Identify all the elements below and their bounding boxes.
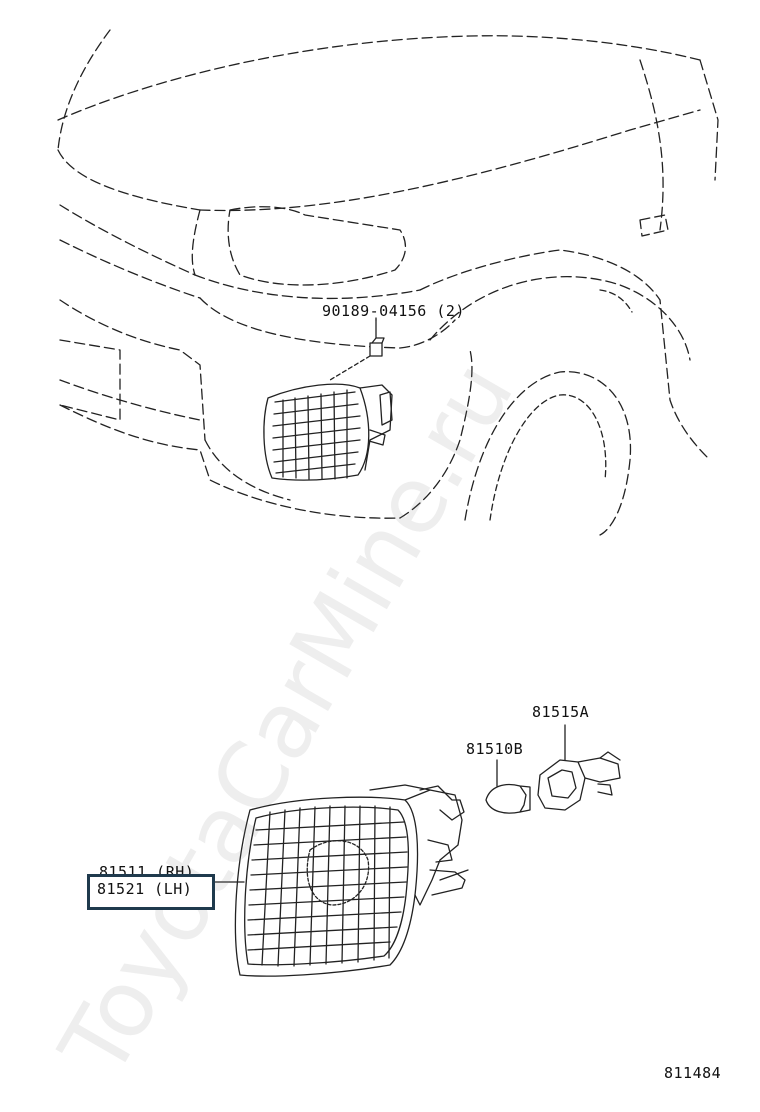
lamp-lh-label: 81521 (LH) xyxy=(97,880,193,898)
socket-part xyxy=(537,724,621,811)
clip-part-label: 90189-04156 (2) xyxy=(322,302,465,320)
bulb-part xyxy=(485,759,531,814)
installed-lamp xyxy=(263,383,393,481)
wheel-outline xyxy=(429,276,691,536)
lamp-assembly-exploded xyxy=(234,784,469,977)
socket-part-label: 81515A xyxy=(532,703,590,721)
vehicle-body-outline xyxy=(57,29,719,519)
highlight-box xyxy=(87,874,215,910)
clip-part xyxy=(329,319,385,381)
diagram-number: 811484 xyxy=(664,1064,722,1082)
bulb-part-label: 81510B xyxy=(466,740,524,758)
